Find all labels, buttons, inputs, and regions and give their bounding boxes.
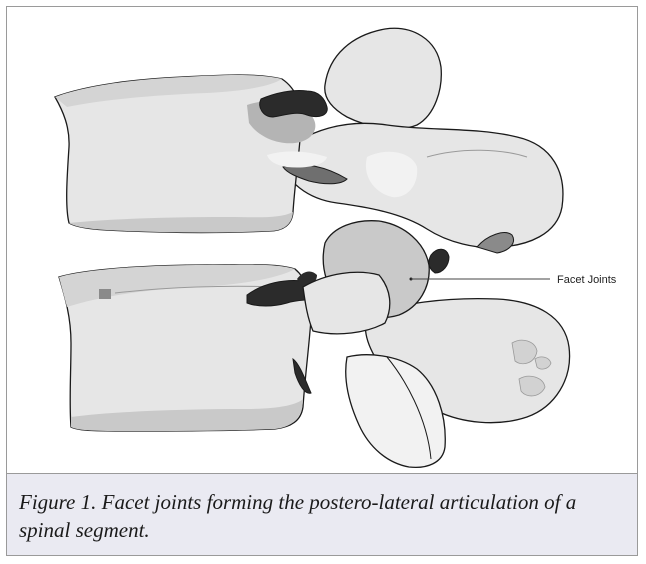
lower-body-marker: [99, 289, 111, 299]
facet-joint-gap: [429, 249, 449, 273]
upper-lamina: [277, 123, 563, 247]
lower-pedicle: [303, 272, 390, 334]
upper-spinous-process: [325, 28, 442, 128]
figure-frame: Facet Joints Figure 1. Facet joints form…: [6, 6, 638, 556]
spinal-segment-illustration: Facet Joints: [7, 7, 637, 472]
figure-caption: Figure 1. Facet joints forming the poste…: [19, 488, 619, 544]
facet-joints-label: Facet Joints: [557, 274, 617, 286]
figure-caption-area: Figure 1. Facet joints forming the poste…: [7, 473, 637, 555]
